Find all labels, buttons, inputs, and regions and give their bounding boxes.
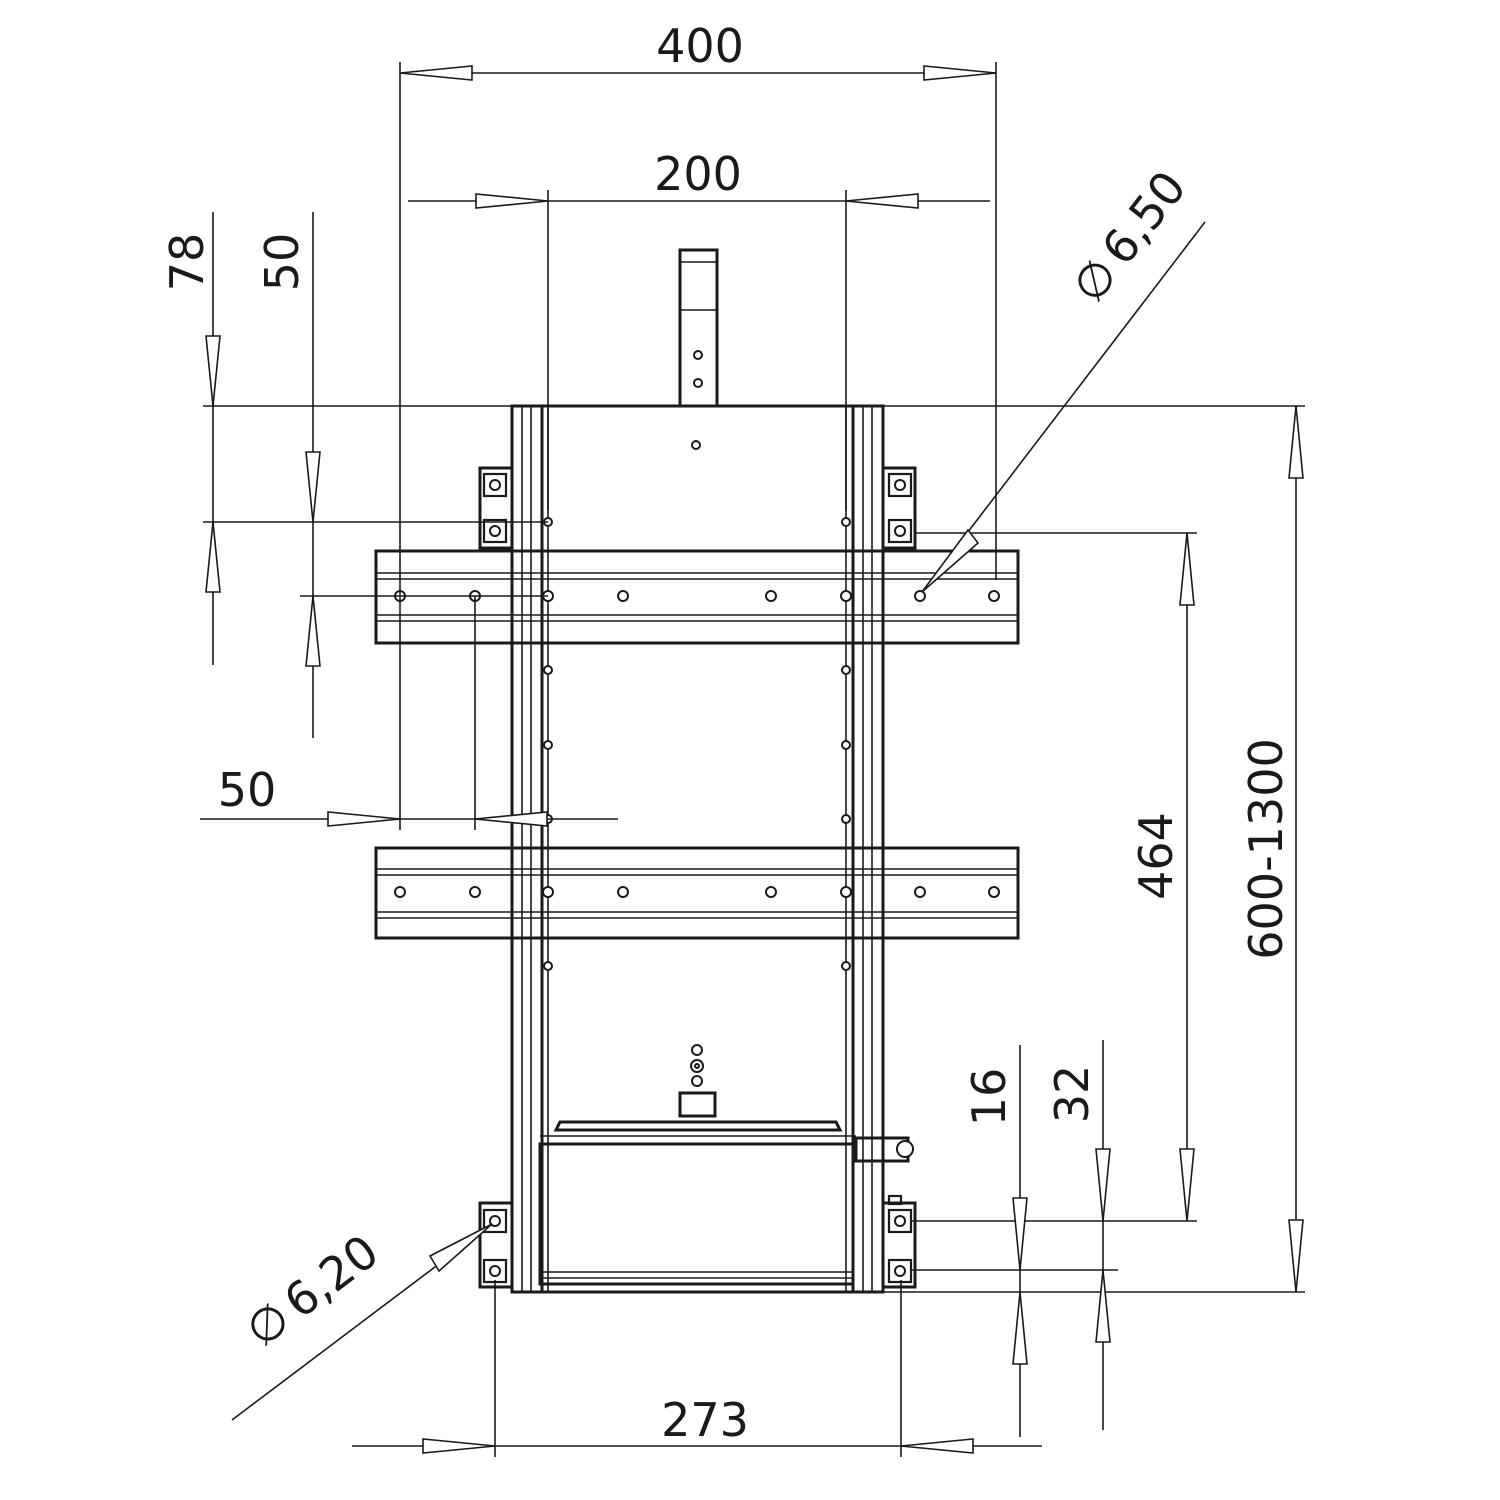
dim-bottom-width: 273 (661, 1393, 749, 1447)
dim-side-offset: 50 (218, 763, 277, 817)
dim-bottom-offset-a: 16 (962, 1068, 1016, 1127)
dim-hole-spacing: 464 (1129, 812, 1183, 900)
mount-frame (374, 248, 1020, 1294)
dim-hole-diameter-bottom: ∅ 6,20 (236, 1224, 389, 1358)
dimension-lines (200, 62, 1305, 1457)
bottom-right-wall-bracket (881, 1194, 917, 1289)
top-hook-tab (678, 248, 719, 408)
top-left-wall-bracket (478, 466, 514, 550)
upright-holes (543, 517, 851, 971)
bottom-left-wall-bracket (478, 1201, 514, 1289)
lower-mechanism (512, 1044, 914, 1294)
dimension-arrows (205, 65, 1304, 1454)
dim-bottom-offset-b: 32 (1045, 1065, 1099, 1124)
top-right-wall-bracket (881, 466, 917, 550)
dim-top-offset-b: 50 (255, 233, 309, 292)
dim-hole-diameter-top-value: 6,50 (1091, 161, 1197, 275)
dim-hole-diameter-bottom-value: 6,20 (274, 1224, 388, 1329)
dim-hole-diameter-top: ∅ 6,50 (1062, 161, 1197, 313)
dim-inner-width: 200 (654, 147, 742, 201)
dim-overall-width: 400 (656, 19, 744, 73)
dim-top-offset-a: 78 (160, 233, 214, 292)
dimension-labels: 400 200 78 50 50 464 600-1300 16 32 273 … (160, 19, 1293, 1447)
lower-rail (374, 846, 1020, 940)
dim-height-range: 600-1300 (1239, 738, 1293, 959)
upper-rail (374, 549, 1020, 645)
top-plate (540, 404, 856, 450)
